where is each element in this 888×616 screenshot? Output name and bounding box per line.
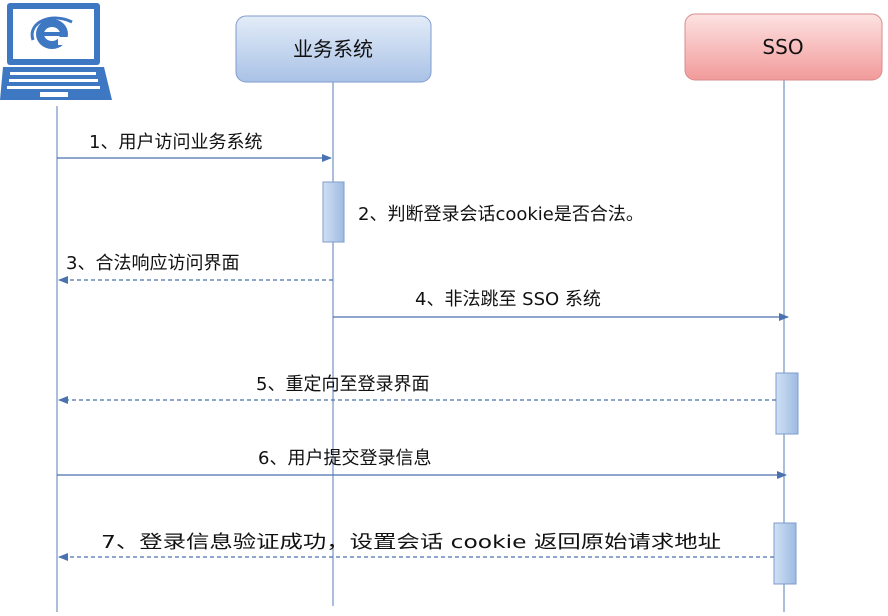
message-6-label: 6、用户提交登录信息 — [258, 448, 431, 469]
participant-sso: SSO — [684, 13, 883, 81]
message-7-label: 7、登录信息验证成功，设置会话 cookie 返回原始请求地址 — [101, 532, 721, 553]
sso-activation-box-1 — [775, 372, 799, 435]
participant-sso-box — [684, 13, 883, 81]
message-5-label: 5、重定向至登录界面 — [256, 374, 429, 395]
message-2-label: 2、判断登录会话cookie是否合法。 — [358, 204, 644, 225]
participant-business-system: 业务系统 — [235, 15, 432, 83]
message-1-label: 1、用户访问业务系统 — [89, 132, 262, 153]
participant-business-box — [235, 15, 432, 83]
message-4-label: 4、非法跳至 SSO 系统 — [415, 289, 601, 310]
business-activation-box — [322, 181, 345, 243]
client-laptop-icon — [0, 3, 112, 100]
internet-explorer-icon — [30, 16, 73, 49]
participant-sso-label: SSO — [762, 35, 803, 59]
sso-activation-box-2 — [773, 522, 797, 585]
participant-business-label: 业务系统 — [293, 37, 373, 61]
message-3-label: 3、合法响应访问界面 — [66, 253, 239, 274]
